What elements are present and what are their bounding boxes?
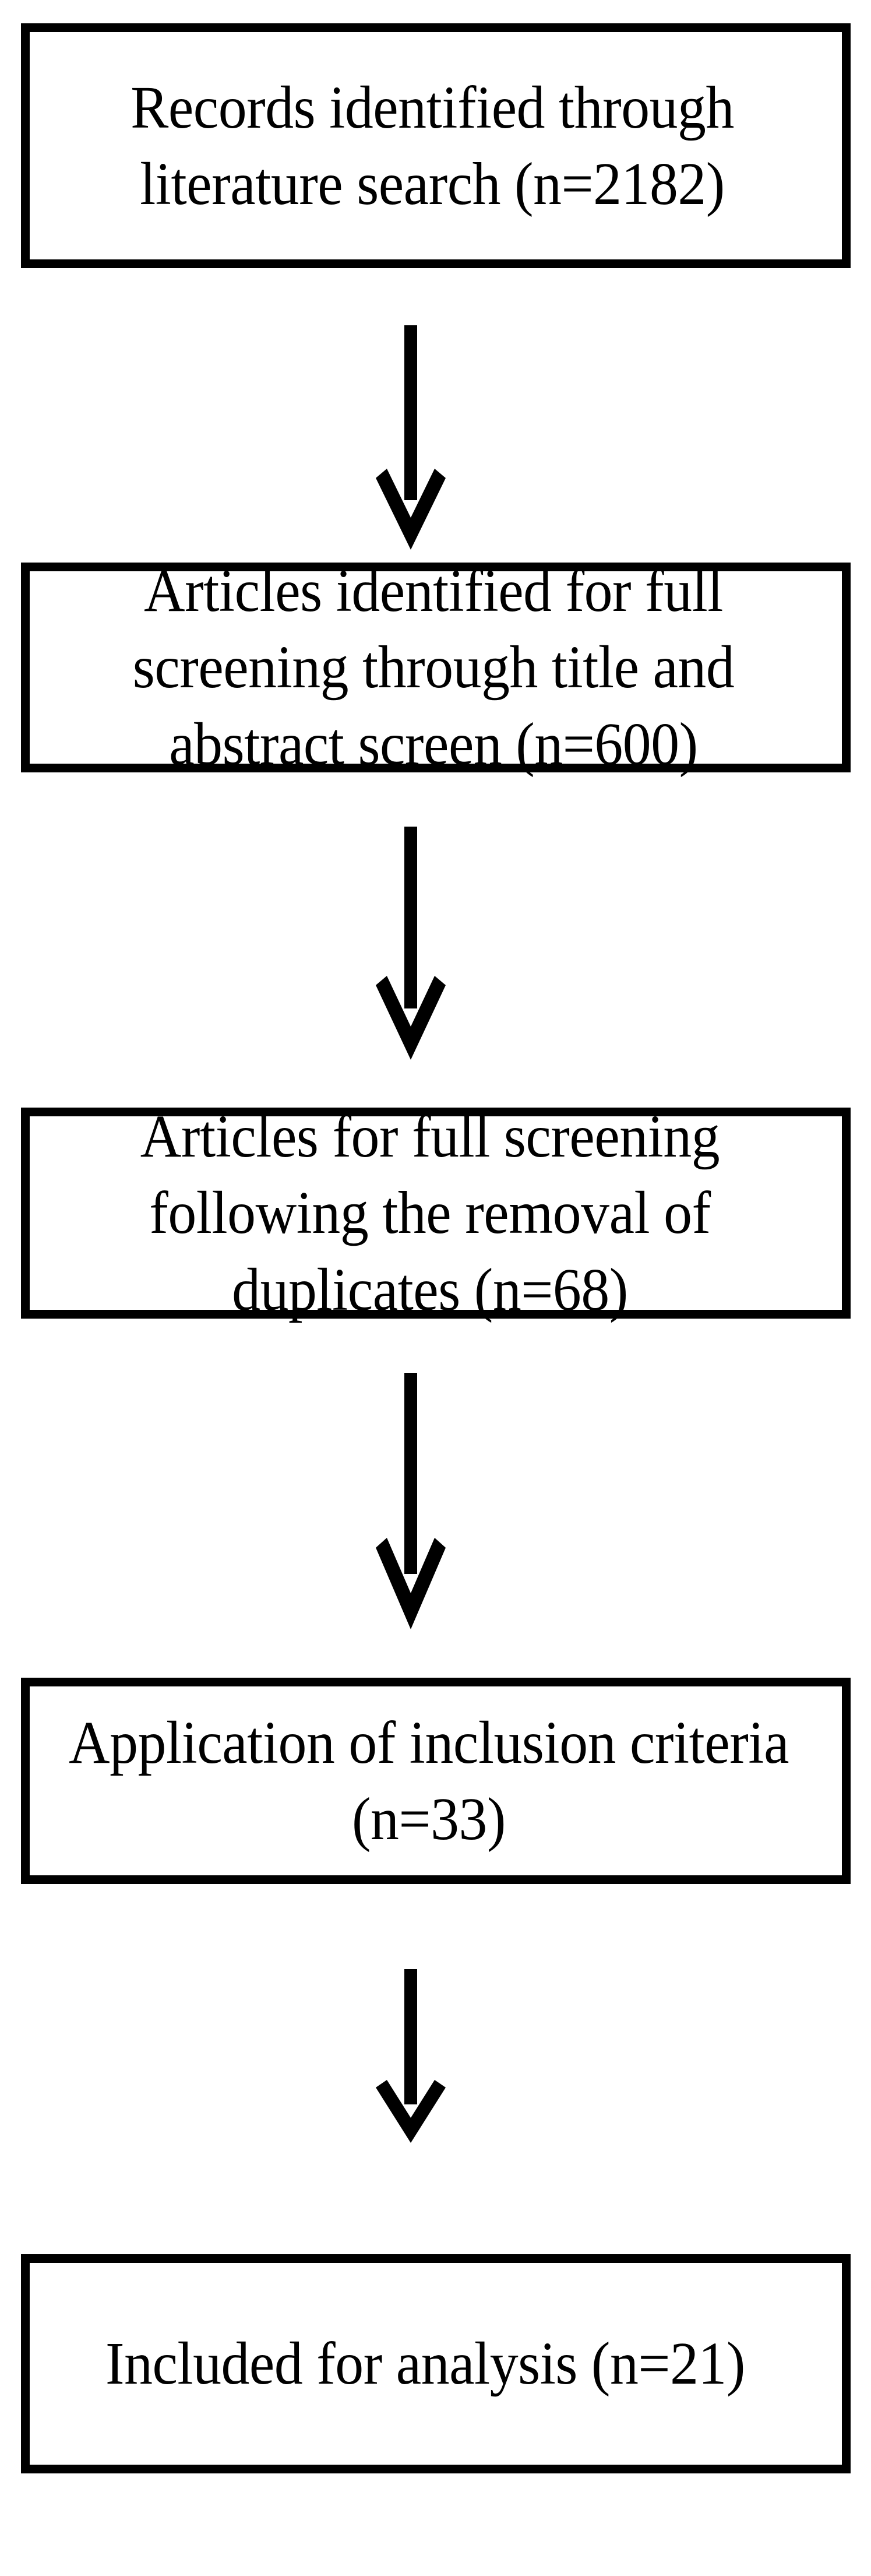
flow-node-included-for-analysis: Included for analysis (n=21) bbox=[21, 2254, 851, 2473]
flow-node-articles-after-duplicates: Articles for full screening following th… bbox=[21, 1103, 851, 1323]
arrow-down-icon bbox=[376, 325, 446, 550]
flow-node-label: Articles identified for full screening t… bbox=[132, 557, 735, 778]
flow-node-label: Application of inclusion criteria (n=33) bbox=[68, 1709, 789, 1853]
arrow-down-icon bbox=[376, 1373, 446, 1629]
flow-node-inclusion-criteria: Application of inclusion criteria (n=33) bbox=[21, 1678, 851, 1884]
flow-node-records-identified: Records identified through literature se… bbox=[21, 23, 851, 268]
arrow-down-icon bbox=[376, 827, 446, 1060]
arrow-down-icon bbox=[376, 1969, 446, 2143]
flow-node-label: Articles for full screening following th… bbox=[140, 1103, 720, 1323]
flow-node-label: Included for analysis (n=21) bbox=[105, 2330, 746, 2398]
flow-node-articles-title-abstract-screen: Articles identified for full screening t… bbox=[21, 557, 851, 778]
flow-node-label: Records identified through literature se… bbox=[131, 73, 734, 217]
